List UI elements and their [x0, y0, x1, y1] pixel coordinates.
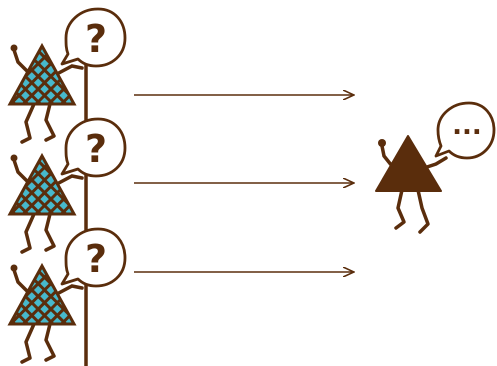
bubble-question-mark: ? [85, 127, 107, 171]
speech-bubble-answer: ... [436, 103, 494, 158]
speech-bubble-1: ? [62, 9, 125, 66]
bubble-question-mark: ? [85, 237, 107, 281]
speech-bubble-3: ? [62, 229, 125, 286]
answering-figure: ... [376, 103, 494, 232]
bubble-ellipsis: ... [452, 111, 482, 141]
speech-bubble-2: ? [62, 119, 125, 176]
bubble-question-mark: ? [85, 17, 107, 61]
solid-triangle-figure-icon [376, 136, 446, 232]
